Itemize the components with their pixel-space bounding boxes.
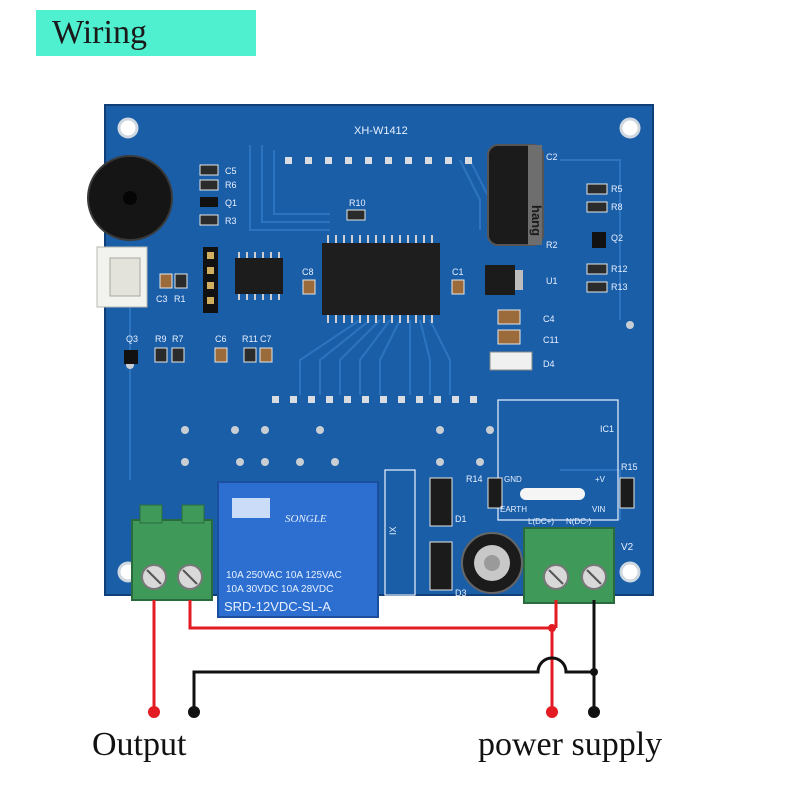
- terminal-dots: [148, 624, 600, 718]
- silk-c6: C6: [215, 334, 227, 344]
- wiring-banner-label: Wiring: [52, 14, 147, 51]
- silk-ic1: IC1: [600, 424, 614, 434]
- mcu-chip: [322, 235, 440, 323]
- capacitor-top: hang: [487, 144, 544, 246]
- silkscreen-labels: XH-W1412 C5 R6 Q1 R3 C3 R1 R10 C8 C1 C2 …: [126, 125, 638, 598]
- silk-c11: C11: [543, 335, 559, 345]
- output-positive-dot: [148, 706, 160, 718]
- power-terminal-block: [523, 527, 615, 604]
- silk-vin: VIN: [592, 505, 606, 514]
- silk-r1: R1: [174, 294, 186, 304]
- silk-c3: C3: [156, 294, 168, 304]
- wire-output-neg: [192, 656, 594, 712]
- relay-brand: SONGLE: [285, 513, 327, 525]
- smd-parts-left: [124, 164, 465, 364]
- silk-r14: R14: [466, 474, 483, 484]
- silk-r10: R10: [349, 198, 366, 208]
- silk-c4: C4: [543, 314, 555, 324]
- silk-r9: R9: [155, 334, 167, 344]
- silk-q3: Q3: [126, 334, 138, 344]
- board-model: XH-W1412: [354, 125, 408, 137]
- capacitor-bottom: [461, 532, 523, 594]
- relay-model: SRD-12VDC-SL-A: [224, 599, 331, 614]
- silk-r2: R2: [546, 240, 558, 250]
- silk-r11: R11: [242, 334, 258, 344]
- silk-r8: R8: [611, 202, 623, 212]
- power-supply-label: power supply: [478, 726, 663, 763]
- silk-q2: Q2: [611, 233, 623, 243]
- silk-c2: C2: [546, 152, 558, 162]
- mount-hole-br: [619, 561, 641, 583]
- silk-earth: EARTH: [500, 505, 527, 514]
- silk-d3: D3: [455, 588, 467, 598]
- silk-r3: R3: [225, 216, 237, 226]
- silk-l-dc-plus: L(DC+): [528, 517, 554, 526]
- silk-r5: R5: [611, 184, 623, 194]
- wire-relay-to-power-pos: [188, 600, 554, 712]
- silk-u1: U1: [546, 276, 558, 286]
- output-terminal-block: [131, 504, 213, 601]
- voltage-regulator: [485, 265, 523, 295]
- relay: SONGLE 10A 250VAC 10A 125VAC 10A 30VDC 1…: [217, 481, 379, 618]
- mount-hole-tr: [619, 117, 641, 139]
- silk-d4: D4: [543, 359, 555, 369]
- capacitor-brand: hang: [529, 205, 544, 236]
- silk-r15: R15: [621, 462, 638, 472]
- silk-plus-v: +V: [595, 475, 606, 484]
- small-ic: [235, 252, 283, 300]
- silk-d1: D1: [455, 514, 467, 524]
- relay-rating-line2: 10A 30VDC 10A 28VDC: [226, 584, 333, 595]
- silk-n-dc-minus: N(DC-): [566, 517, 592, 526]
- silk-q1: Q1: [225, 198, 237, 208]
- output-label: Output: [92, 726, 187, 763]
- power-positive-dot: [546, 706, 558, 718]
- relay-rating-line1: 10A 250VAC 10A 125VAC: [226, 570, 342, 581]
- jst-connector: [96, 246, 148, 308]
- silk-r7: R7: [172, 334, 184, 344]
- buzzer: [87, 155, 173, 241]
- ic1-area: [384, 399, 635, 596]
- mount-hole-tl: [117, 117, 139, 139]
- wiring: [152, 600, 596, 712]
- silk-c8: C8: [302, 267, 314, 277]
- silk-r13: R13: [611, 282, 628, 292]
- silk-r12: R12: [611, 264, 628, 274]
- output-negative-dot: [188, 706, 200, 718]
- silk-c1: C1: [452, 267, 464, 277]
- wiring-banner: Wiring: [36, 10, 256, 56]
- power-negative-dot: [588, 706, 600, 718]
- smd-parts-right: [489, 183, 608, 371]
- silk-r6: R6: [225, 180, 237, 190]
- silk-c7: C7: [260, 334, 272, 344]
- silk-c5: C5: [225, 166, 237, 176]
- pin-header: [203, 247, 218, 313]
- silk-v2: V2: [621, 542, 634, 553]
- silk-ix: IX: [388, 526, 398, 535]
- silk-gnd: GND: [504, 475, 522, 484]
